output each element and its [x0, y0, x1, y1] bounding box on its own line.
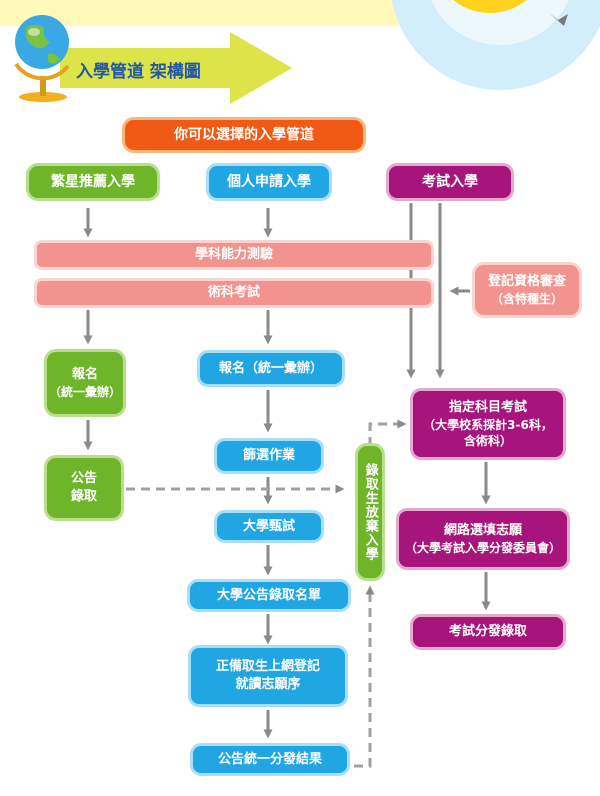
subject-exam-line2: （大學校系採計3-6科，: [423, 417, 553, 432]
university-interview-box: 大學甄試: [214, 510, 324, 543]
online-choice-line2: （大學考試入學分發委員會）: [404, 540, 561, 555]
star-announce-line1: 公告: [70, 471, 97, 487]
online-preference-line1: 正備取生上網登記: [215, 659, 320, 675]
placement-result-box: 公告統一分發結果: [190, 743, 350, 776]
page-title: 入學管道 架構圖: [76, 62, 201, 82]
online-preference-line2: 就讀志願序: [235, 677, 301, 692]
admission-list-box: 大學公告錄取名單: [187, 579, 351, 612]
registration-review-line1: 登記資格審查: [487, 274, 566, 290]
online-choice-line1: 網路選填志願: [443, 523, 522, 539]
subject-exam-line3: 含術科）: [463, 433, 512, 448]
exam-placement-box: 考試分發錄取: [410, 614, 566, 650]
registration-review-line2: （含特種生）: [490, 291, 563, 306]
globe-icon: [14, 15, 70, 102]
header-decoration: [0, 0, 600, 104]
personal-signup-box: 報名（統一彙辦）: [197, 350, 345, 387]
arts-exam-bar: 術科考試: [34, 278, 434, 308]
channel-exam-admission: 考試入學: [386, 163, 514, 201]
registration-review-box: 登記資格審查 （含特種生）: [472, 262, 582, 318]
online-preference-box: 正備取生上網登記 就讀志願序: [188, 645, 348, 707]
online-choice-box: 網路選填志願 （大學考試入學分發委員會）: [396, 508, 570, 570]
channel-personal-application: 個人申請入學: [206, 163, 332, 201]
admission-waiver-box: 錄取生放棄入學: [355, 443, 385, 581]
channel-star-recommendation: 繁星推薦入學: [26, 163, 160, 201]
star-signup-line2: （統一彙辦）: [48, 384, 121, 399]
top-node-admission-channels: 你可以選擇的入學管道: [122, 117, 366, 153]
star-signup-box: 報名 （統一彙辦）: [44, 349, 126, 417]
subject-exam-box: 指定科目考試 （大學校系採計3-6科， 含術科）: [410, 388, 566, 460]
gsat-bar: 學科能力測驗: [34, 240, 434, 270]
screening-box: 篩選作業: [214, 438, 324, 474]
star-signup-line1: 報名: [71, 367, 98, 383]
star-announce-box: 公告 錄取: [44, 455, 124, 521]
star-announce-line2: 錄取: [70, 489, 97, 504]
subject-exam-line1: 指定科目考試: [448, 400, 527, 416]
